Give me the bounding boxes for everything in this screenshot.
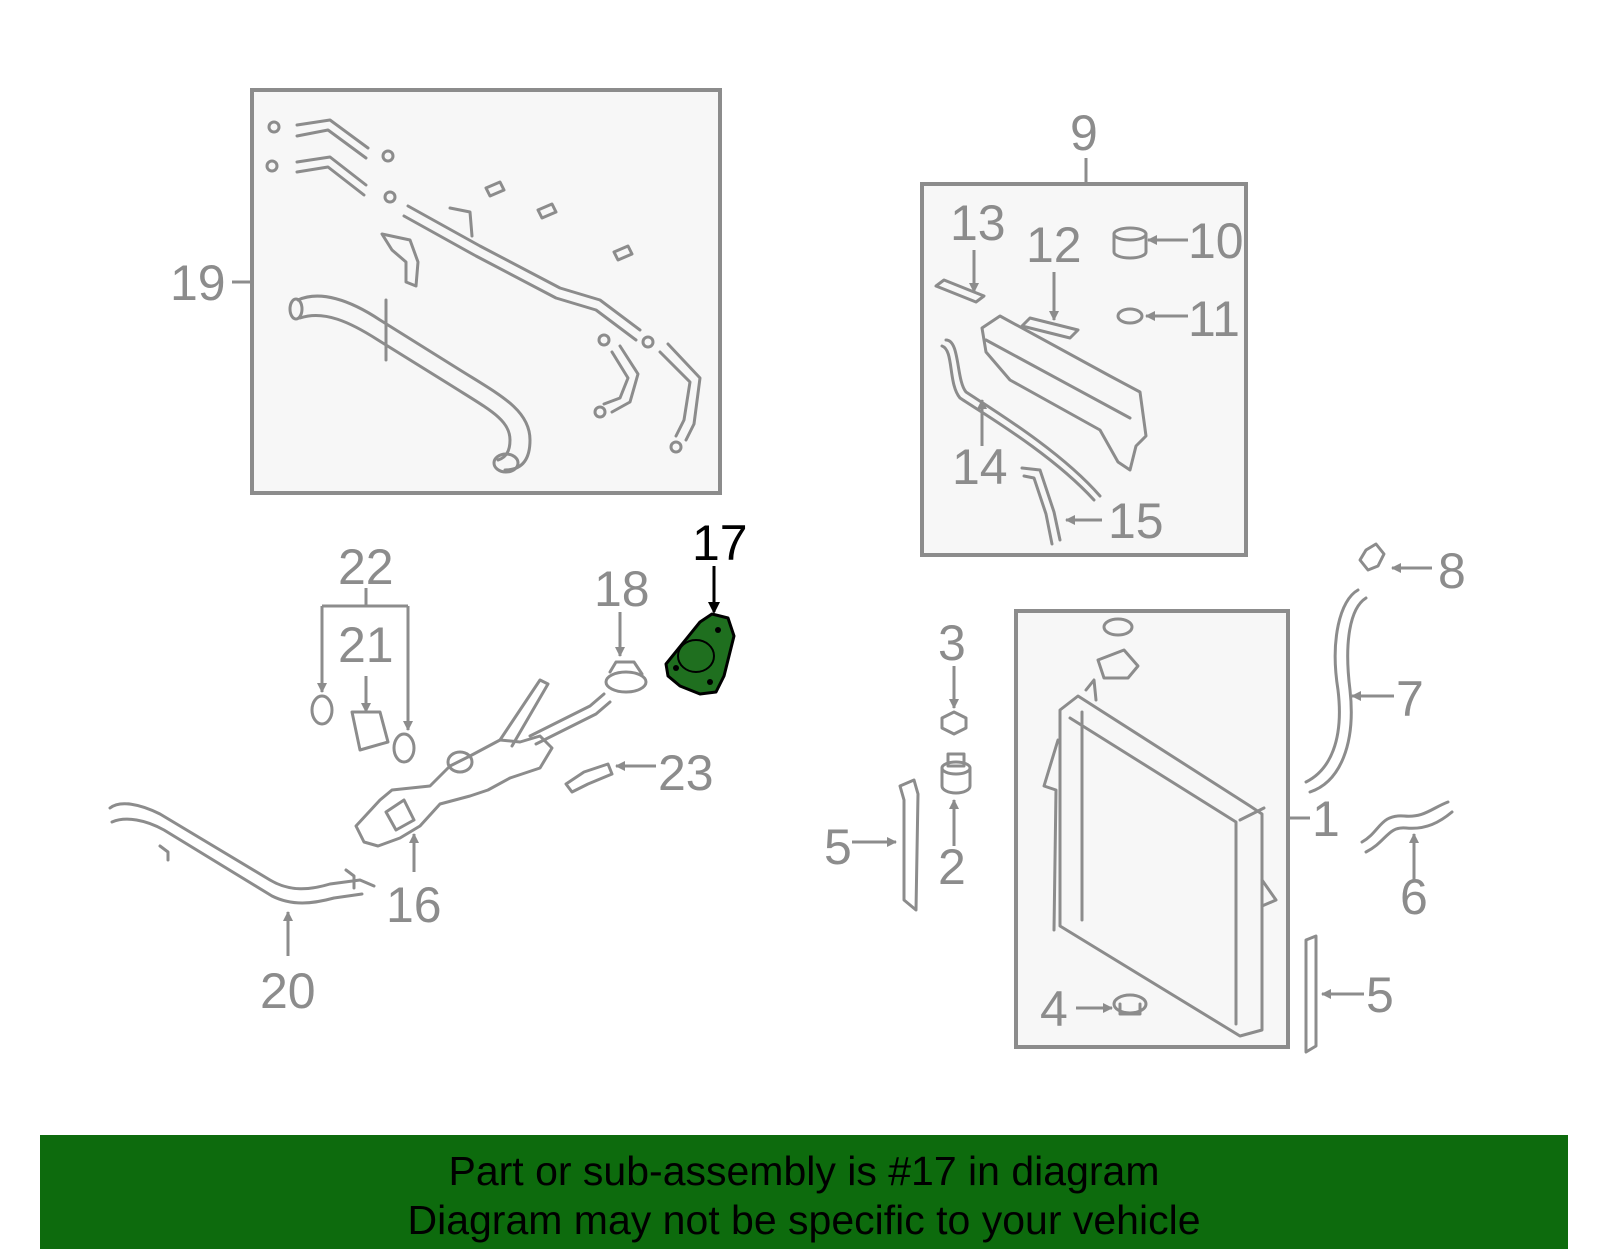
callout-22: 22 bbox=[338, 539, 394, 595]
callout-5-left: 5 bbox=[824, 819, 852, 875]
callout-19: 19 bbox=[170, 255, 226, 311]
callout-8: 8 bbox=[1438, 543, 1466, 599]
banner-line-2: Diagram may not be specific to your vehi… bbox=[407, 1197, 1201, 1243]
callout-15: 15 bbox=[1108, 493, 1164, 549]
callout-10: 10 bbox=[1188, 213, 1244, 269]
callout-14: 14 bbox=[952, 439, 1008, 495]
info-banner: Part or sub-assembly is #17 in diagram D… bbox=[40, 1135, 1568, 1249]
callout-17: 17 bbox=[692, 515, 748, 571]
callout-9: 9 bbox=[1070, 105, 1098, 161]
callout-21: 21 bbox=[338, 617, 394, 673]
callout-7: 7 bbox=[1396, 671, 1424, 727]
callout-5-right: 5 bbox=[1366, 967, 1394, 1023]
banner-line-1: Part or sub-assembly is #17 in diagram bbox=[448, 1148, 1160, 1194]
callout-20: 20 bbox=[260, 963, 316, 1019]
group-1-radiator bbox=[1014, 609, 1310, 1049]
group-19-hose-assembly bbox=[232, 88, 722, 495]
callout-4: 4 bbox=[1040, 981, 1068, 1037]
mounts-2-3 bbox=[940, 666, 972, 846]
callout-3: 3 bbox=[938, 615, 966, 671]
callout-18: 18 bbox=[594, 561, 650, 617]
callout-6: 6 bbox=[1400, 869, 1428, 925]
callout-2: 2 bbox=[938, 839, 966, 895]
group-9-reservoir-assembly bbox=[920, 158, 1248, 557]
callout-23: 23 bbox=[658, 745, 714, 801]
callout-16: 16 bbox=[386, 877, 442, 933]
callout-1: 1 bbox=[1312, 791, 1340, 847]
callout-11: 11 bbox=[1188, 291, 1240, 347]
callout-12: 12 bbox=[1026, 217, 1082, 273]
group-16-thermostat-housing bbox=[108, 588, 656, 956]
highlighted-part-17[interactable] bbox=[664, 566, 736, 696]
hoses-6-7-8 bbox=[1304, 542, 1454, 880]
callout-13: 13 bbox=[950, 195, 1006, 251]
seals-5 bbox=[852, 778, 1364, 1054]
